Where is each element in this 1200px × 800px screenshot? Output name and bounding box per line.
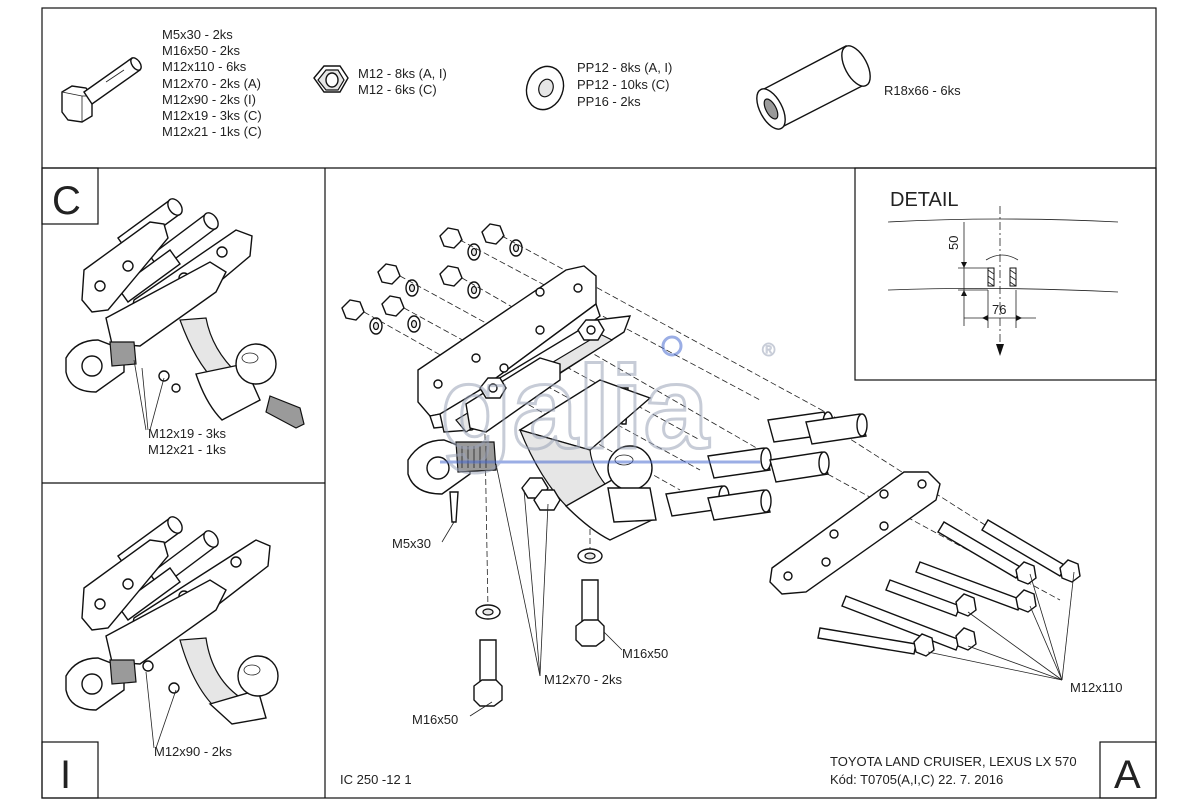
washer-spec: PP16 - 2ks — [577, 94, 641, 109]
washer-icon — [525, 65, 565, 111]
callout-m16x50-left: M16x50 — [412, 712, 458, 727]
nut-icon — [313, 65, 349, 93]
galia-logo: galia ® — [439, 335, 776, 476]
callout-m12x110: M12x110 — [1070, 680, 1123, 695]
registered-mark: ® — [762, 340, 775, 360]
drawing-number: IC 250 -12 1 — [340, 772, 412, 787]
bolt-spec: M12x90 - 2ks (I) — [162, 92, 256, 107]
callout-c-m12x21: M12x21 - 1ks — [148, 442, 227, 457]
nut-spec: M12 - 6ks (C) — [358, 82, 437, 97]
bolt-spec: M5x30 - 2ks — [162, 27, 233, 42]
bolt-spec: M12x70 - 2ks (A) — [162, 76, 261, 91]
detail-drawing — [887, 206, 1119, 356]
callout-leaders-c — [133, 359, 165, 431]
long-bolts — [817, 519, 1081, 657]
callout-m5x30: M5x30 — [392, 536, 431, 551]
callout-m16x50-right: M16x50 — [622, 646, 668, 661]
spacer-tube-icon — [756, 45, 871, 130]
bolt-spec: M12x19 - 3ks (C) — [162, 108, 262, 123]
callout-i-m12x90: M12x90 - 2ks — [154, 744, 233, 759]
detail-dim-vertical: 50 — [946, 236, 961, 250]
callout-leaders-i — [145, 671, 177, 749]
spacer-spec: R18x66 - 6ks — [884, 83, 961, 98]
bolt-spec: M16x50 - 2ks — [162, 43, 241, 58]
washer-spec: PP12 - 8ks (A, I) — [577, 60, 672, 75]
logo-text: galia — [440, 342, 710, 474]
main-exploded-view — [341, 223, 1081, 707]
spacer-tubes — [665, 411, 868, 521]
bolt-icon — [61, 57, 142, 123]
detail-dim-horizontal: 76 — [992, 302, 1006, 317]
callout-m12x70: M12x70 - 2ks — [544, 672, 623, 687]
nut-washer-group — [341, 223, 523, 335]
nut-spec: M12 - 8ks (A, I) — [358, 66, 447, 81]
towbar-c-variant — [65, 198, 305, 429]
nut-list: M12 - 8ks (A, I) M12 - 6ks (C) — [358, 66, 447, 97]
logo-dot-icon — [661, 335, 683, 357]
bolt-list: M5x30 - 2ks M16x50 - 2ks M12x110 - 6ks M… — [162, 27, 262, 139]
panel-letter-c: C — [52, 179, 81, 223]
vehicle-name: TOYOTA LAND CRUISER, LEXUS LX 570 — [830, 754, 1077, 769]
bolt-spec: M12x110 - 6ks — [162, 59, 247, 74]
main-callout-leaders — [441, 463, 1075, 717]
panel-letter-a: A — [1114, 753, 1141, 797]
bolt-spec: M12x21 - 1ks (C) — [162, 124, 262, 139]
washer-list: PP12 - 8ks (A, I) PP12 - 10ks (C) PP16 -… — [577, 60, 672, 109]
drawing-frame — [41, 7, 1157, 799]
detail-title: DETAIL — [890, 189, 959, 211]
callout-c-m12x19: M12x19 - 3ks — [148, 426, 227, 441]
panel-letter-i: I — [60, 753, 71, 797]
towbar-i-variant — [65, 516, 279, 725]
drawing-code: Kód: T0705(A,I,C) 22. 7. 2016 — [830, 772, 1003, 787]
washer-spec: PP12 - 10ks (C) — [577, 77, 669, 92]
